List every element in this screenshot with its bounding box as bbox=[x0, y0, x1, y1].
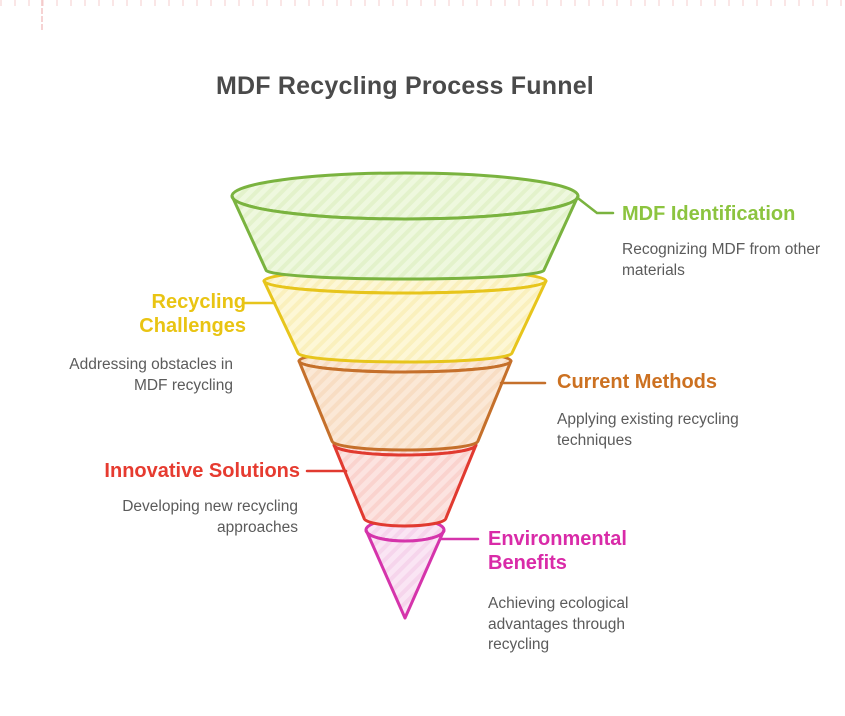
stage-label-innovative-solutions: Innovative Solutions bbox=[104, 460, 300, 482]
connector-line-stage-1 bbox=[577, 197, 615, 215]
stage-description-innovative-solutions: Developing new recycling approaches bbox=[122, 498, 298, 536]
stage-description-current-methods: Applying existing recycling techniques bbox=[557, 411, 739, 449]
funnel-stage-1-mdf-identification bbox=[230, 171, 580, 281]
stage-description-environmental-benefits: Achieving ecological advantages through … bbox=[488, 595, 629, 654]
stage-label-recycling-challenges: Recycling Challenges bbox=[139, 291, 246, 337]
funnel-stage-3-current-methods bbox=[297, 348, 513, 452]
stage-label-current-methods: Current Methods bbox=[557, 371, 717, 393]
ruler-ticks-decoration bbox=[0, 0, 845, 6]
funnel-stage-5-environmental-benefits bbox=[364, 517, 446, 620]
stage-description-mdf-identification: Recognizing MDF from other materials bbox=[622, 241, 821, 279]
diagram-title: MDF Recycling Process Funnel bbox=[216, 72, 594, 100]
stage-label-mdf-identification: MDF Identification bbox=[622, 203, 796, 225]
stage-description-recycling-challenges: Addressing obstacles in MDF recycling bbox=[69, 356, 233, 394]
funnel-stage-2-recycling-challenges bbox=[262, 267, 548, 364]
stage-label-environmental-benefits: Environmental Benefits bbox=[488, 528, 627, 574]
dashed-guide-decoration bbox=[41, 0, 43, 30]
